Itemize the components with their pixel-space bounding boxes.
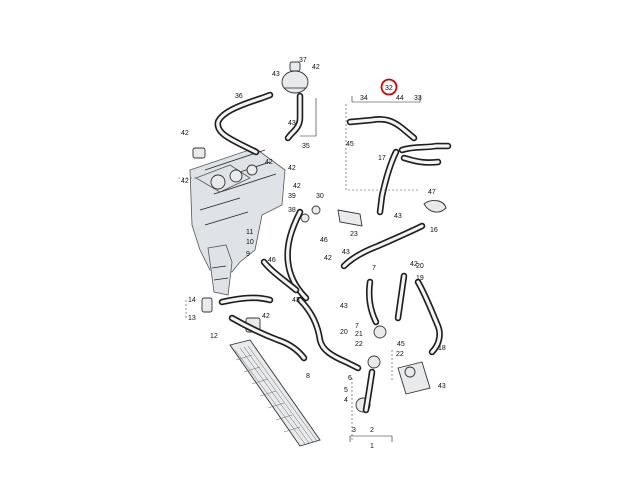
callout-30: 30 [316, 193, 324, 200]
callout-32: 32 [385, 85, 393, 92]
callout-16: 16 [430, 227, 438, 234]
callout-35: 35 [302, 143, 310, 150]
callout-11: 11 [246, 229, 253, 236]
callout-17: 17 [378, 155, 386, 162]
callout-42: 42 [410, 261, 418, 268]
callout-42: 42 [293, 183, 301, 190]
callout-22: 22 [396, 351, 404, 358]
callout-39: 39 [288, 193, 296, 200]
callout-33: 33 [414, 95, 422, 102]
callout-19: 19 [416, 275, 424, 282]
callout-42: 42 [312, 64, 320, 71]
callout-43: 43 [272, 71, 280, 78]
callout-14: 14 [188, 297, 196, 304]
callout-42: 42 [181, 178, 189, 185]
callout-23: 23 [350, 231, 358, 238]
callout-42: 42 [181, 130, 189, 137]
callout-47: 47 [428, 189, 436, 196]
callout-10: 10 [246, 239, 254, 246]
expansion-tank [281, 61, 309, 94]
callout-7: 7 [355, 323, 359, 330]
callout-46: 46 [320, 237, 328, 244]
callout-3: 3 [352, 427, 356, 434]
callout-42: 42 [262, 313, 270, 320]
callout-34: 34 [360, 95, 368, 102]
callout-43: 43 [438, 383, 446, 390]
callout-42: 42 [265, 159, 273, 166]
callout-36: 36 [235, 93, 243, 100]
callout-7: 7 [372, 265, 376, 272]
callout-9: 9 [246, 251, 250, 258]
callout-8: 8 [306, 373, 310, 380]
callout-labels: 37 43 42 36 42 42 42 43 42 35 32 34 44 3… [181, 57, 446, 450]
callout-44: 44 [396, 95, 404, 102]
callout-2: 2 [370, 427, 374, 434]
fittings [201, 200, 447, 413]
callout-42: 42 [324, 255, 332, 262]
callout-42: 42 [288, 165, 296, 172]
callout-43: 43 [288, 120, 296, 127]
callout-18: 18 [438, 345, 446, 352]
callout-43: 43 [394, 213, 402, 220]
coolant-hoses [214, 91, 452, 414]
callout-1: 1 [370, 443, 374, 450]
callout-43: 43 [292, 297, 300, 304]
callout-45: 45 [397, 341, 405, 348]
radiator [229, 339, 321, 447]
callout-37: 37 [299, 57, 307, 64]
callout-43: 43 [342, 249, 350, 256]
callout-45: 45 [346, 141, 354, 148]
group-brackets [178, 96, 421, 442]
callout-46: 46 [268, 257, 276, 264]
callout-6: 6 [348, 375, 352, 382]
callout-20: 20 [340, 329, 348, 336]
engine-block [189, 147, 286, 296]
callout-22: 22 [355, 341, 363, 348]
callout-12: 12 [210, 333, 218, 340]
callout-13: 13 [188, 315, 196, 322]
callout-43: 43 [340, 303, 348, 310]
highlight-ring [380, 78, 398, 96]
callout-38: 38 [288, 207, 296, 214]
oil-cooler [397, 361, 431, 395]
callout-5: 5 [344, 387, 348, 394]
callout-20: 20 [416, 263, 424, 270]
callout-4: 4 [344, 397, 348, 404]
callout-21: 21 [355, 331, 363, 338]
